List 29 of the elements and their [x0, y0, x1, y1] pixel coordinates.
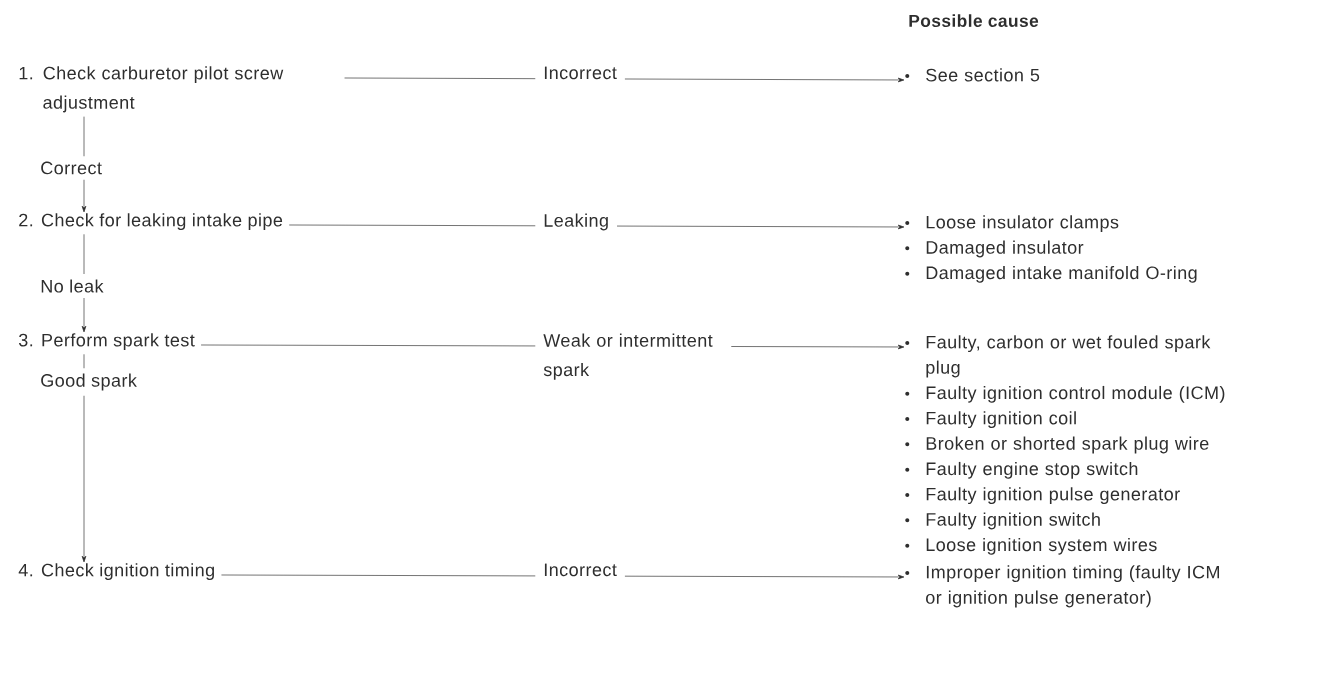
step-text: 2. Check for leaking intake pipe	[19, 213, 283, 231]
edge-label: Correct	[40, 156, 102, 180]
node-label: Loose ignition system wires	[926, 537, 1157, 555]
node-label: Damaged intake manifold O-ring	[926, 265, 1197, 283]
node-label: Faulty ignition coil	[926, 411, 1076, 429]
node-label: Damaged insulator	[926, 240, 1084, 258]
node-label: Loose insulator clamps	[926, 215, 1119, 233]
cause-list: Faulty, carbon or wet fouled spark plug Faulty ignition control module (ICM) Faulty ignition coil Broken or shorted spark plug wire Faulty engine stop switch Faulty ignition pulse generator Faulty ignition switch Loose ignition system wires	[905, 335, 1225, 555]
cause-list: Loose insulator clamps Damaged insulator Damaged intake manifold O-ring	[905, 215, 1197, 283]
node-label: Faulty ignition pulse generator	[926, 487, 1180, 505]
step-text: 1. Check carburetor pilot screw adjustment	[19, 66, 284, 113]
node-label: See section 5	[926, 68, 1040, 82]
edge-label: Good spark	[40, 368, 137, 396]
node-label: Faulty, carbon or wet fouled spark plug	[926, 335, 1211, 378]
edge-label: Leaking	[535, 212, 618, 232]
column-heading: Possible cause	[909, 14, 1039, 27]
cause-list: Improper ignition timing (faulty ICM or ignition pulse generator)	[905, 565, 1219, 608]
node-label: Faulty engine stop switch	[926, 461, 1138, 479]
step-text: 3. Perform spark test	[18, 333, 195, 351]
edge-label: No leak	[40, 274, 104, 298]
node-label: Faulty ignition switch	[926, 512, 1100, 530]
edge-label: Incorrect	[535, 65, 625, 81]
edge-label: Incorrect	[535, 562, 625, 578]
node-label: Broken or shorted spark plug wire	[926, 436, 1209, 454]
node-label: Faulty ignition control module (ICM)	[926, 385, 1225, 403]
edge-label: Weak or intermittent spark	[535, 332, 732, 382]
cause-list: See section 5	[905, 68, 1040, 82]
step-text: 4. Check ignition timing	[18, 563, 214, 581]
arrow	[81, 353, 87, 563]
